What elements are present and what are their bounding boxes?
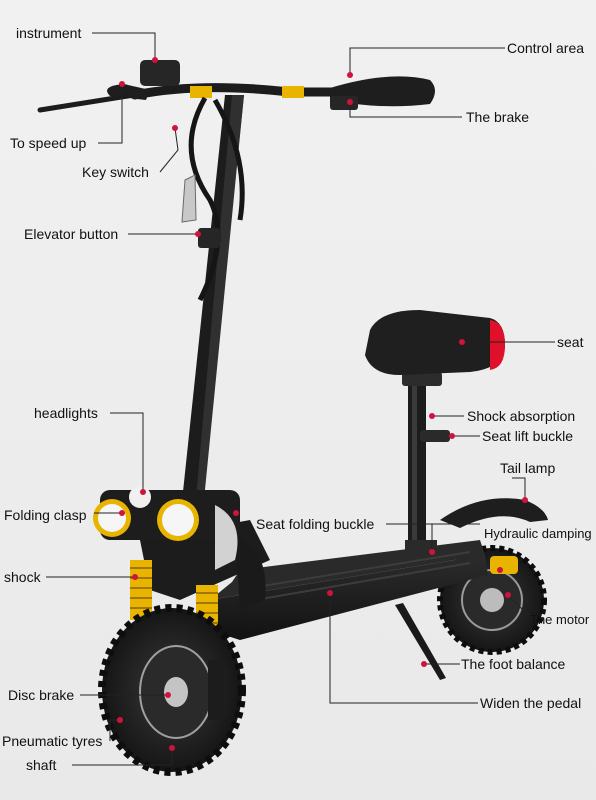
label-folding-clasp: Folding clasp <box>4 507 87 523</box>
label-seat-folding-buckle: Seat folding buckle <box>256 516 375 532</box>
label-control-area: Control area <box>507 40 585 56</box>
label-to-speed-up: To speed up <box>10 135 87 151</box>
rear-fender <box>440 498 548 528</box>
seat-post <box>402 372 450 554</box>
label-widen-the-pedal: Widen the pedal <box>480 695 582 711</box>
label-key-switch: Key switch <box>82 164 149 180</box>
steering-stem <box>180 95 244 520</box>
handlebar <box>37 60 435 302</box>
label-headlights: headlights <box>34 405 98 421</box>
front-wheel <box>98 604 246 776</box>
label-hydraulic-damping: Hydraulic damping <box>484 526 592 541</box>
label-elevator-button: Elevator button <box>24 226 119 242</box>
kickstand <box>395 603 446 680</box>
label-shock-absorption: Shock absorption <box>467 408 576 424</box>
hook <box>181 174 197 223</box>
label-the-foot-balance: The foot balance <box>461 656 566 672</box>
hydraulic-damper <box>490 556 518 574</box>
label-shaft: shaft <box>26 757 57 773</box>
elevator-button-block <box>198 228 220 248</box>
label-seat: seat <box>557 334 584 350</box>
label-tail-lamp: Tail lamp <box>500 460 556 476</box>
label-shock: shock <box>4 569 41 585</box>
label-instrument: instrument <box>16 25 82 41</box>
label-the-motor: The motor <box>530 612 590 627</box>
deck <box>210 540 488 640</box>
leader-lines <box>46 32 555 766</box>
label-the-brake: The brake <box>466 109 530 125</box>
headlights <box>93 486 240 570</box>
seat <box>365 310 505 375</box>
label-seat-lift-buckle: Seat lift buckle <box>482 428 574 444</box>
label-disc-brake: Disc brake <box>8 687 75 703</box>
label-pneumatic-tyres: Pneumatic tyres <box>2 733 103 749</box>
marker-dots <box>117 57 528 751</box>
